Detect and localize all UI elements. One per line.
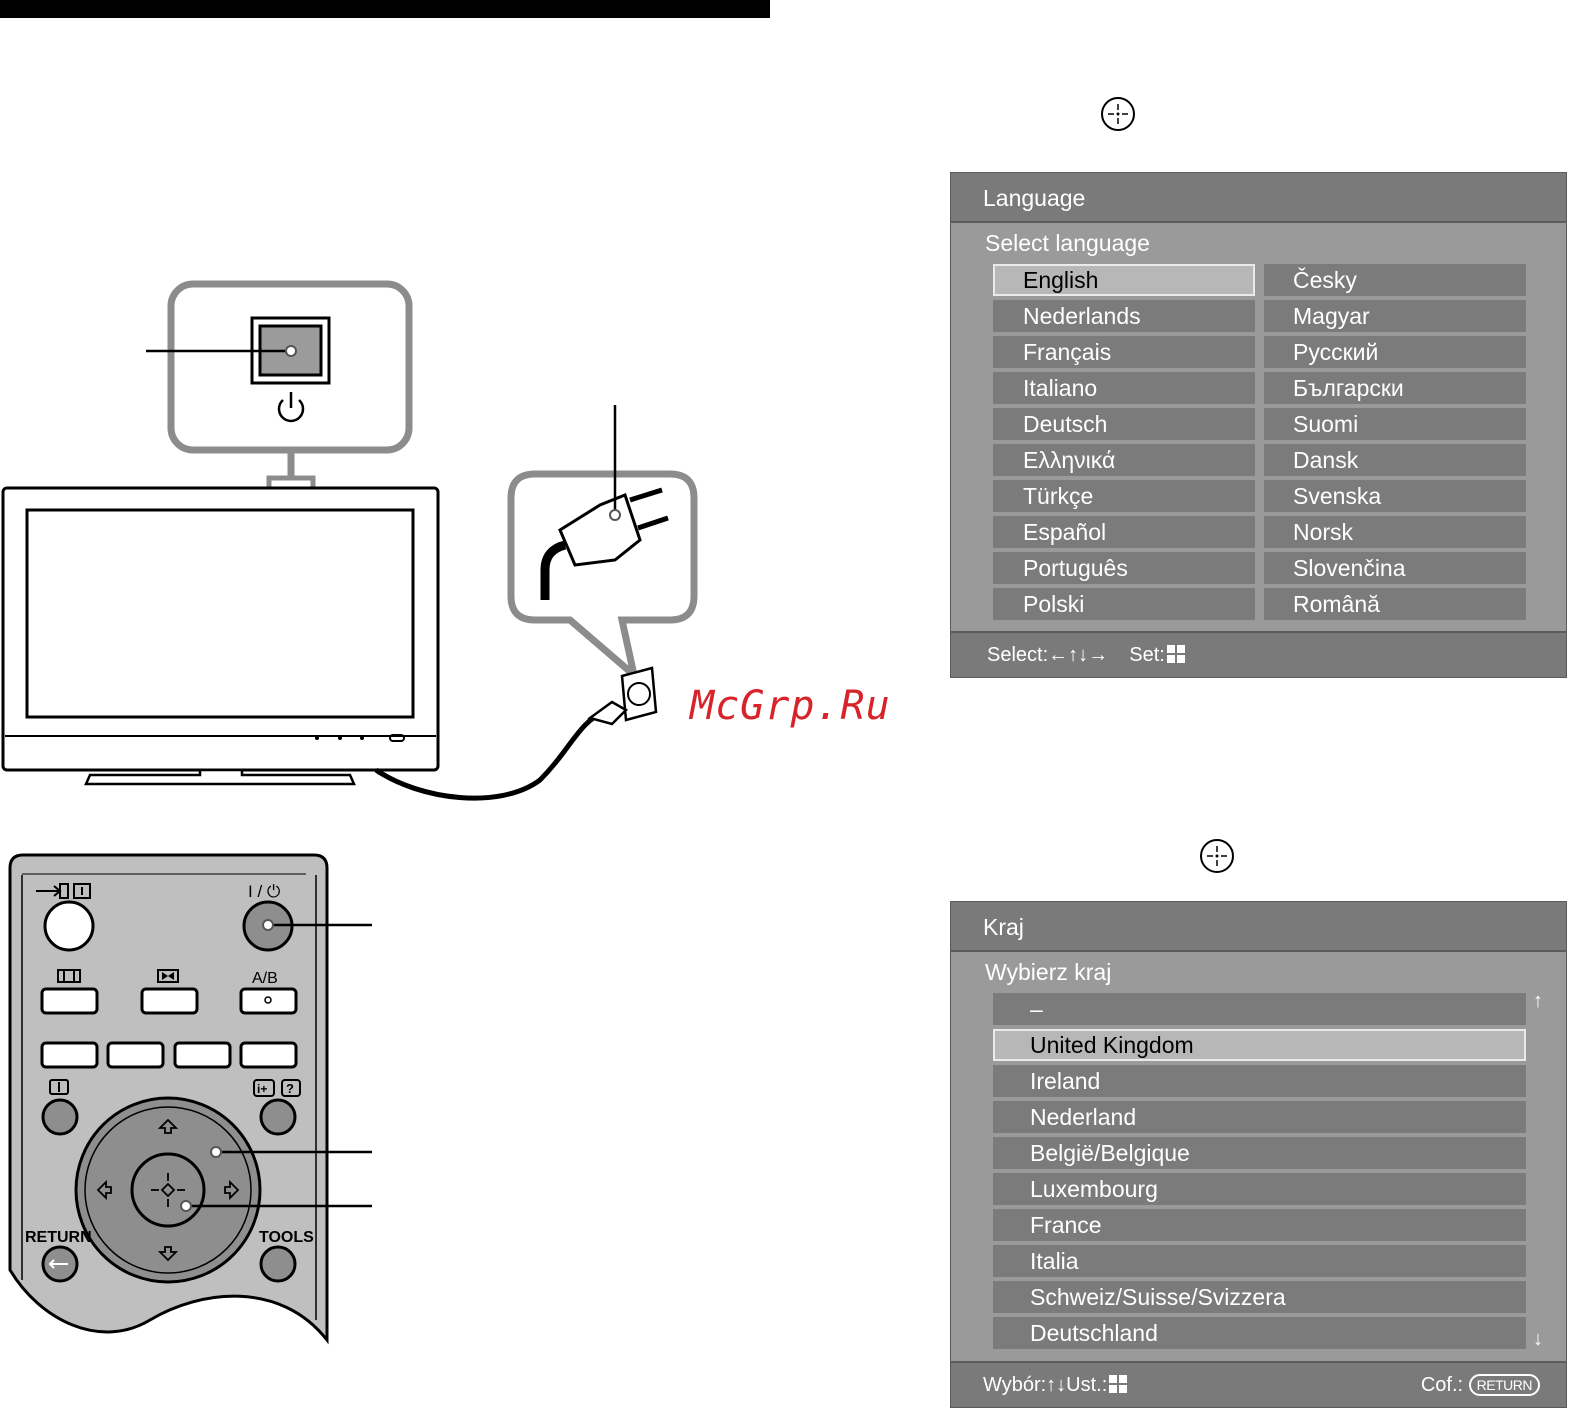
- select-label: Select:: [987, 644, 1049, 666]
- country-item[interactable]: Deutschland: [993, 1317, 1526, 1349]
- power-icon: [277, 392, 305, 423]
- enter-icon: [151, 1173, 185, 1207]
- tools-button[interactable]: [259, 1245, 297, 1283]
- country-menu-footer: Wybór:↑↓Ust.: Cof.: RETURN: [951, 1361, 1566, 1407]
- info-icon: i+ ?: [253, 1079, 301, 1097]
- language-menu-footer: Select:←↑↓→ Set:: [951, 631, 1566, 677]
- language-item[interactable]: Polski: [993, 588, 1255, 620]
- arrow-left-icon: [96, 1179, 112, 1201]
- language-item[interactable]: English: [993, 264, 1255, 296]
- language-item[interactable]: Suomi: [1264, 408, 1526, 440]
- language-menu-title: Language: [951, 173, 1566, 223]
- red-button[interactable]: [40, 1041, 99, 1069]
- language-item[interactable]: Ελληνικά: [993, 444, 1255, 476]
- set-label: Set:: [1129, 644, 1165, 666]
- arrow-up-icon: [157, 1118, 179, 1134]
- country-menu: Kraj Wybierz kraj – United Kingdom Irela…: [950, 901, 1567, 1408]
- enter-button[interactable]: [130, 1152, 206, 1228]
- remote-control: I / ⏻ A/B i+ ?: [8, 853, 372, 1345]
- country-item[interactable]: Luxembourg: [993, 1173, 1526, 1205]
- arrow-keys-icon: ←↑↓→: [1048, 644, 1109, 666]
- power-label: I / ⏻: [248, 882, 281, 901]
- ab-label: A/B: [252, 970, 278, 987]
- language-item[interactable]: Slovenčina: [1264, 552, 1526, 584]
- language-item[interactable]: Norsk: [1264, 516, 1526, 548]
- wall-socket-icon: [587, 666, 658, 726]
- guide-button[interactable]: [41, 1098, 79, 1136]
- scroll-up-icon[interactable]: ↑: [1533, 990, 1543, 1012]
- freeze-icon: [157, 969, 179, 983]
- language-item[interactable]: Français: [993, 336, 1255, 368]
- svg-text:?: ?: [286, 1081, 294, 1096]
- country-item[interactable]: België/Belgique: [993, 1137, 1526, 1169]
- tv-illustration: [1, 280, 698, 801]
- language-item[interactable]: Dansk: [1264, 444, 1526, 476]
- green-button[interactable]: [106, 1041, 165, 1069]
- tv-set: [1, 486, 440, 786]
- scroll-down-icon[interactable]: ↓: [1533, 1328, 1543, 1350]
- language-item[interactable]: Česky: [1264, 264, 1526, 296]
- language-item[interactable]: Deutsch: [993, 408, 1255, 440]
- select-label: Wybór:: [983, 1374, 1047, 1396]
- screen-format-button[interactable]: [40, 987, 99, 1015]
- info-button[interactable]: [259, 1098, 297, 1136]
- language-item[interactable]: Türkçe: [993, 480, 1255, 512]
- language-item[interactable]: Italiano: [993, 372, 1255, 404]
- country-item[interactable]: –: [993, 993, 1526, 1025]
- yellow-button[interactable]: [173, 1041, 232, 1069]
- language-item[interactable]: Български: [1264, 372, 1526, 404]
- back-label: Cof.:: [1420, 1374, 1464, 1396]
- arrow-keys-icon: ↑↓: [1046, 1374, 1067, 1396]
- language-item[interactable]: Magyar: [1264, 300, 1526, 332]
- enter-icon: [1101, 97, 1135, 131]
- guide-icon: [49, 1079, 69, 1095]
- set-label: Ust.:: [1066, 1374, 1108, 1396]
- language-item[interactable]: Русский: [1264, 336, 1526, 368]
- country-menu-subtitle: Wybierz kraj: [985, 959, 1112, 985]
- country-item[interactable]: Italia: [993, 1245, 1526, 1277]
- language-item[interactable]: Português: [993, 552, 1255, 584]
- country-item[interactable]: Nederland: [993, 1101, 1526, 1133]
- country-menu-title: Kraj: [951, 902, 1566, 952]
- return-button-icon: RETURN: [1468, 1374, 1540, 1396]
- enter-icon: [1200, 839, 1234, 873]
- country-item[interactable]: Ireland: [993, 1065, 1526, 1097]
- return-label: RETURN: [25, 1229, 92, 1246]
- blue-button[interactable]: [239, 1041, 298, 1069]
- language-item[interactable]: Nederlands: [993, 300, 1255, 332]
- ab-button[interactable]: [239, 987, 298, 1015]
- language-item[interactable]: Español: [993, 516, 1255, 548]
- language-menu: Language Select language English Nederla…: [950, 172, 1567, 678]
- language-item[interactable]: Română: [1264, 588, 1526, 620]
- input-button[interactable]: [43, 900, 95, 952]
- country-item[interactable]: Schweiz/Suisse/Svizzera: [993, 1281, 1526, 1313]
- return-icon: [48, 1259, 68, 1269]
- freeze-button[interactable]: [140, 987, 199, 1015]
- language-menu-subtitle: Select language: [985, 230, 1150, 256]
- svg-text:i+: i+: [257, 1082, 267, 1096]
- watermark: McGrp.Ru: [690, 683, 891, 729]
- arrow-right-icon: [224, 1179, 240, 1201]
- arrow-down-icon: [157, 1246, 179, 1262]
- input-icon: [36, 883, 91, 899]
- enter-icon: [1166, 645, 1185, 663]
- screen-format-icon: [57, 969, 81, 983]
- country-item[interactable]: France: [993, 1209, 1526, 1241]
- language-item[interactable]: Svenska: [1264, 480, 1526, 512]
- tools-label: TOOLS: [259, 1229, 314, 1246]
- country-item[interactable]: United Kingdom: [993, 1029, 1526, 1061]
- enter-icon: [1109, 1375, 1128, 1393]
- header-bar: [0, 0, 770, 18]
